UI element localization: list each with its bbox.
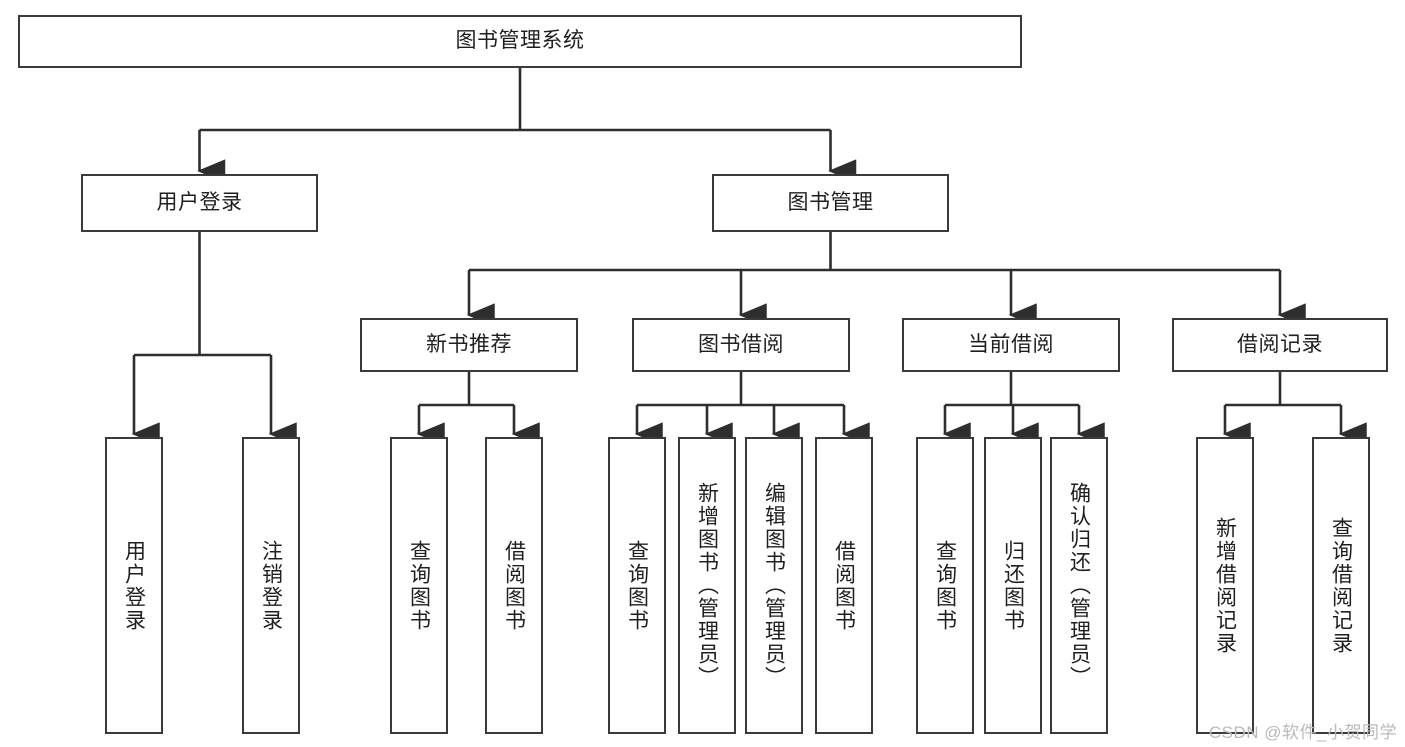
node-label-leaf-query-book-3: 查询图书 <box>933 539 957 632</box>
node-root[interactable]: 图书管理系统 <box>18 15 1022 68</box>
node-user-login[interactable]: 用户登录 <box>81 174 318 232</box>
node-leaf-add-record[interactable]: 新增借阅记录 <box>1196 437 1254 734</box>
node-leaf-confirm-return[interactable]: 确认归还（管理员） <box>1050 437 1108 734</box>
node-label-user-login: 用户登录 <box>156 190 243 214</box>
node-new-book-recommend[interactable]: 新书推荐 <box>360 318 578 372</box>
node-label-current-borrow: 当前借阅 <box>968 332 1054 356</box>
node-label-leaf-borrow-book-1: 借阅图书 <box>502 539 526 632</box>
node-label-leaf-query-book-1: 查询图书 <box>407 539 431 632</box>
node-book-manage[interactable]: 图书管理 <box>712 174 949 232</box>
node-leaf-query-record[interactable]: 查询借阅记录 <box>1312 437 1370 734</box>
node-label-borrow-record: 借阅记录 <box>1237 332 1323 356</box>
node-leaf-borrow-book-1[interactable]: 借阅图书 <box>485 437 543 734</box>
node-leaf-return-book[interactable]: 归还图书 <box>984 437 1042 734</box>
node-borrow-record[interactable]: 借阅记录 <box>1172 318 1388 372</box>
node-book-borrow[interactable]: 图书借阅 <box>632 318 850 372</box>
node-label-leaf-query-book-2: 查询图书 <box>625 539 649 632</box>
node-label-root: 图书管理系统 <box>455 29 585 53</box>
node-leaf-edit-book[interactable]: 编辑图书（管理员） <box>745 437 803 734</box>
node-label-leaf-add-book: 新增图书（管理员） <box>695 482 719 689</box>
node-label-new-book-recommend: 新书推荐 <box>426 332 512 356</box>
node-leaf-query-book-1[interactable]: 查询图书 <box>390 437 448 734</box>
node-label-book-manage: 图书管理 <box>787 190 874 214</box>
node-label-leaf-edit-book: 编辑图书（管理员） <box>762 482 786 689</box>
node-label-leaf-confirm-return: 确认归还（管理员） <box>1067 482 1091 689</box>
watermark: CSDN @软件_小贺同学 <box>1208 723 1397 742</box>
node-label-leaf-add-record: 新增借阅记录 <box>1213 516 1237 655</box>
node-label-book-borrow: 图书借阅 <box>698 332 784 356</box>
node-label-leaf-user-login: 用户登录 <box>122 539 146 632</box>
node-leaf-query-book-3[interactable]: 查询图书 <box>916 437 974 734</box>
node-leaf-user-logout[interactable]: 注销登录 <box>242 437 300 734</box>
node-leaf-add-book[interactable]: 新增图书（管理员） <box>678 437 736 734</box>
node-label-leaf-query-record: 查询借阅记录 <box>1329 516 1353 655</box>
node-label-leaf-borrow-book-2: 借阅图书 <box>832 539 856 632</box>
node-label-leaf-return-book: 归还图书 <box>1001 539 1025 632</box>
node-leaf-borrow-book-2[interactable]: 借阅图书 <box>815 437 873 734</box>
node-label-leaf-user-logout: 注销登录 <box>259 539 283 632</box>
node-leaf-query-book-2[interactable]: 查询图书 <box>608 437 666 734</box>
node-current-borrow[interactable]: 当前借阅 <box>902 318 1120 372</box>
node-leaf-user-login[interactable]: 用户登录 <box>105 437 163 734</box>
